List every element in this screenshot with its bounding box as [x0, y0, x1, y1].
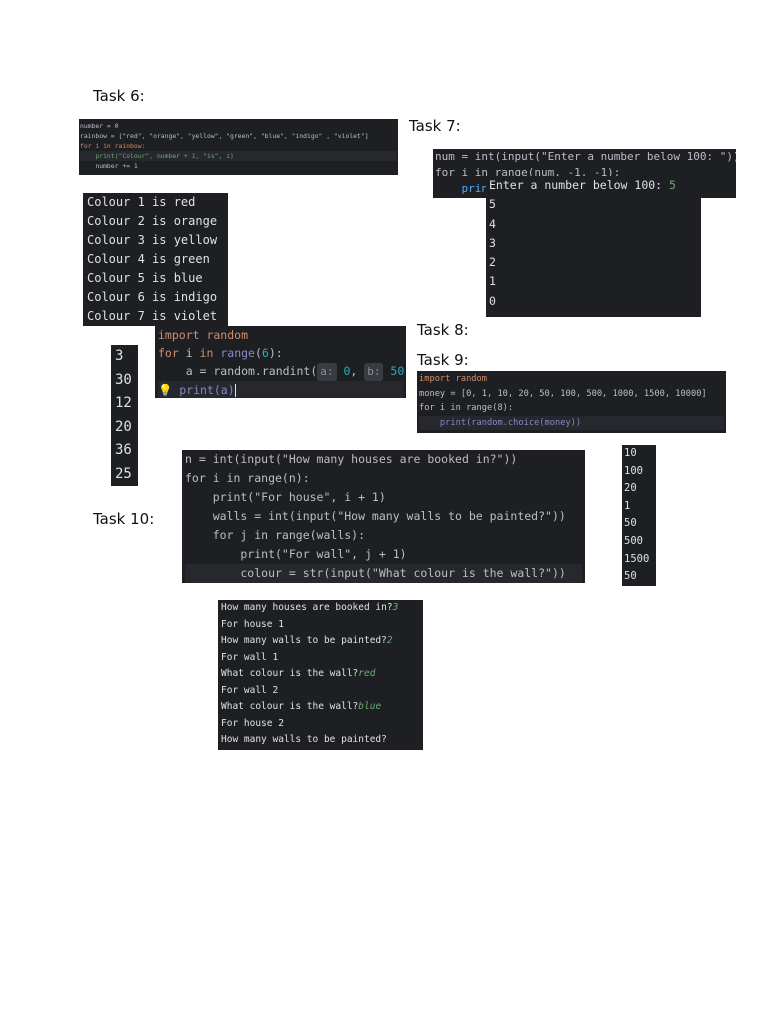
task-9-code-screenshot: import random money = [0, 1, 10, 20, 50,…: [417, 371, 726, 433]
task-10-code-screenshot: n = int(input("How many houses are booke…: [182, 450, 585, 583]
output-line: For wall 1: [221, 651, 279, 663]
code-line: print("For wall", j + 1): [185, 547, 407, 561]
prompt-text: Enter a number below 100:: [489, 178, 670, 192]
output-line: What colour is the wall?red: [221, 668, 376, 679]
output-line: Colour 6 is indigo: [87, 290, 218, 304]
output-line: 3: [115, 348, 124, 364]
output-line: What colour is the wall?blue: [221, 701, 382, 712]
lightbulb-icon[interactable]: 💡: [158, 383, 173, 397]
output-line: 1500: [624, 552, 650, 565]
code-line: number = 0: [80, 122, 119, 130]
task-10-label: Task 10:: [93, 510, 155, 528]
task-8-output-screenshot: 3 30 12 20 36 25: [111, 345, 138, 486]
output-line: 5: [489, 197, 496, 212]
code-line: n = int(input("How many houses are booke…: [185, 452, 518, 466]
code-line: import random: [419, 374, 487, 384]
user-input: 2: [386, 635, 393, 646]
output-line: Colour 2 is orange: [87, 214, 218, 228]
user-input: red: [358, 668, 376, 679]
text-cursor: [234, 384, 236, 397]
code-line: for i in range(8):: [419, 403, 514, 413]
code-line: 💡 print(a): [158, 381, 403, 398]
output-line: 10: [624, 447, 637, 459]
code-line: prin: [435, 182, 488, 195]
output-line: Colour 7 is violet: [87, 309, 218, 323]
output-line: 25: [115, 465, 132, 482]
code-line: import random: [158, 328, 249, 342]
output-line: 0: [489, 293, 496, 308]
param-hint-a: a:: [317, 363, 337, 381]
code-line: a = random.randint(a: 0, b: 50): [158, 362, 406, 381]
output-line: How many houses are booked in?3: [221, 602, 399, 613]
code-line: print(random.choice(money)): [419, 415, 724, 430]
output-line: Colour 3 is yellow: [87, 233, 218, 247]
input-prompt-line: Enter a number below 100: 5: [489, 176, 698, 195]
code-line: rainbow = ["red", "orange", "yellow", "g…: [80, 132, 369, 140]
output-line: 3: [489, 235, 496, 250]
param-hint-b: b:: [364, 363, 384, 381]
output-line: For house 2: [221, 717, 284, 729]
output-line: 50: [624, 570, 637, 583]
task-8-code-screenshot: import random for i in range(6): a = ran…: [155, 326, 406, 398]
task-6-code-screenshot: number = 0 rainbow = ["red", "orange", "…: [79, 119, 398, 175]
code-line: for i in range(n):: [185, 471, 310, 485]
output-line: 36: [115, 442, 132, 459]
output-line: 4: [489, 216, 496, 231]
output-line: 30: [115, 371, 132, 388]
output-line: How many walls to be painted?2: [221, 635, 393, 646]
task-9-output-screenshot: 10 100 20 1 50 500 1500 50: [622, 445, 656, 586]
output-line: 100: [624, 464, 643, 477]
task-6-output-screenshot: Colour 1 is red Colour 2 is orange Colou…: [83, 193, 228, 326]
output-line: Colour 5 is blue: [87, 271, 203, 285]
task-8-label: Task 8:: [417, 321, 469, 339]
task-7-code-screenshot: num = int(input("Enter a number below 10…: [433, 149, 736, 198]
output-line: 20: [115, 418, 132, 435]
task-7-output-screenshot: Enter a number below 100: 5 5 4 3 2 1 0: [486, 176, 701, 317]
code-line: walls = int(input("How many walls to be …: [185, 509, 566, 523]
output-line: How many walls to be painted?: [221, 734, 387, 745]
code-line: for i in range(6):: [158, 346, 283, 360]
code-line: colour = str(input("What colour is the w…: [185, 564, 582, 583]
output-line: Colour 1 is red: [87, 195, 196, 209]
output-line: 50: [624, 517, 637, 530]
task-9-label: Task 9:: [417, 351, 469, 369]
user-input: blue: [358, 701, 382, 712]
code-line: print("Colour", number + 1, "is", i): [80, 151, 397, 161]
code-line: for j in range(walls):: [185, 528, 366, 542]
output-line: 20: [624, 482, 637, 495]
output-line: For house 1: [221, 618, 284, 630]
output-line: Colour 4 is green: [87, 252, 210, 266]
user-input: 5: [669, 178, 676, 192]
user-input: 3: [392, 602, 399, 613]
task-7-label: Task 7:: [409, 117, 461, 135]
output-line: 1: [624, 499, 631, 512]
code-line: money = [0, 1, 10, 20, 50, 100, 500, 100…: [419, 388, 707, 399]
output-line: 2: [489, 255, 496, 270]
task-10-output-screenshot: How many houses are booked in?3 For hous…: [218, 600, 423, 750]
code-line: for i in rainbow:: [80, 142, 146, 150]
output-line: 500: [624, 534, 643, 547]
code-line: number += 1: [80, 162, 138, 170]
output-line: 1: [489, 274, 496, 289]
code-line: print("For house", i + 1): [185, 490, 386, 504]
code-line: num = int(input("Enter a number below 10…: [435, 150, 736, 163]
code-line: for i in range(num, -1, -1):: [435, 166, 621, 179]
output-line: For wall 2: [221, 684, 279, 696]
task-6-label: Task 6:: [93, 87, 145, 105]
output-line: 12: [115, 395, 132, 412]
